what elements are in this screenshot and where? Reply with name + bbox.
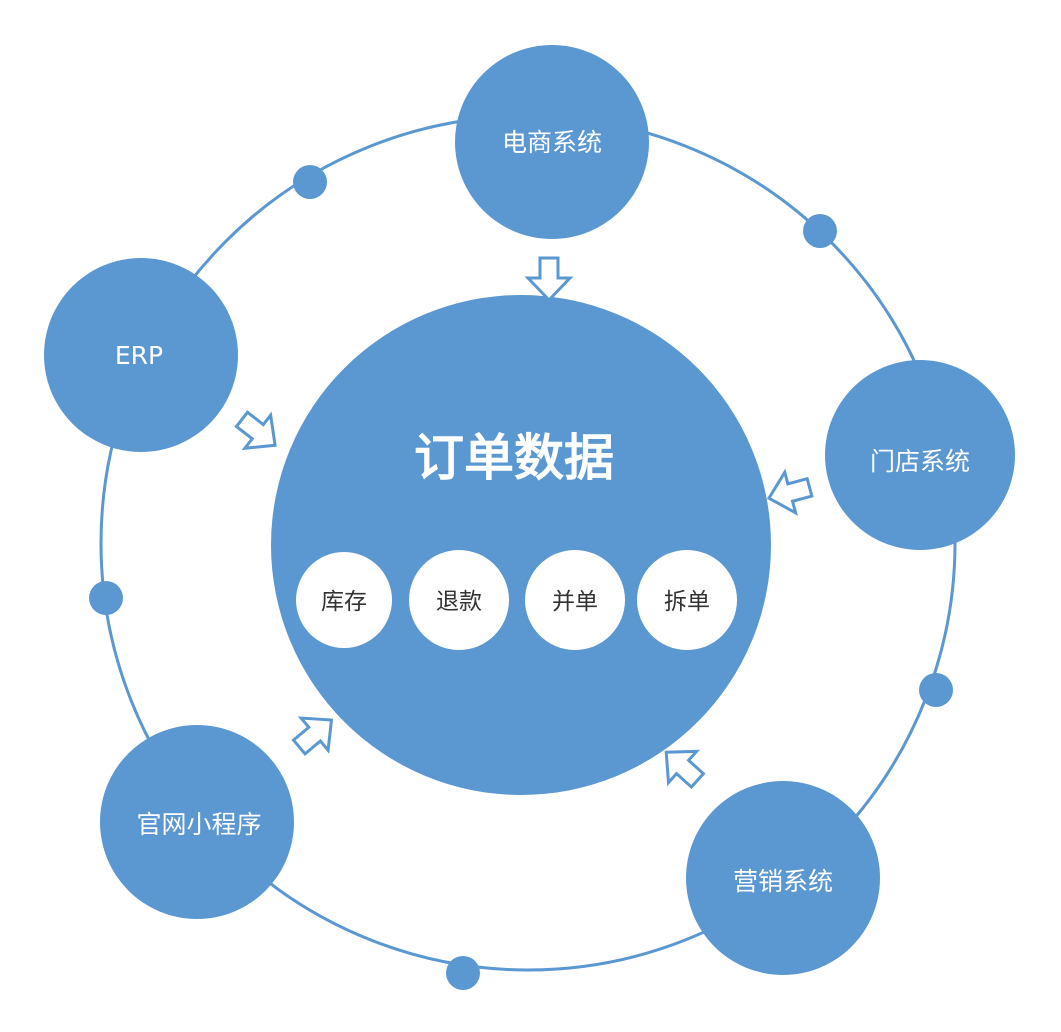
- item-label-split: 拆单: [664, 589, 710, 615]
- node-ecommerce: [455, 45, 649, 239]
- item-circle-refund: [409, 550, 509, 650]
- ring-dot: [803, 214, 837, 248]
- arrow-ecommerce-to-center: [526, 256, 572, 302]
- ring-dot: [919, 673, 953, 707]
- center-title: 订单数据: [414, 429, 614, 487]
- node-ecommerce-label: 电商系统: [502, 128, 602, 157]
- item-circle-merge: [525, 550, 625, 650]
- item-label-refund: 退款: [436, 589, 482, 615]
- node-miniprogram-label: 官网小程序: [136, 810, 261, 839]
- node-marketing-label: 营销系统: [733, 867, 833, 896]
- node-marketing: [686, 781, 880, 975]
- node-miniprogram: [100, 725, 294, 919]
- node-store-label: 门店系统: [870, 447, 970, 476]
- node-store: [825, 360, 1015, 550]
- center-circle: [271, 295, 771, 795]
- item-circle-split: [637, 550, 737, 650]
- item-label-merge: 并单: [552, 589, 598, 615]
- node-erp: [44, 258, 238, 452]
- ring-dot: [446, 956, 480, 990]
- item-circle-inventory: [296, 552, 392, 648]
- ring-dot: [89, 581, 123, 615]
- arrow-store-to-center: [762, 465, 817, 521]
- ring-dot: [293, 165, 327, 199]
- arrow-erp-to-center: [227, 401, 290, 464]
- node-erp-label: ERP: [115, 341, 163, 370]
- item-label-inventory: 库存: [321, 589, 367, 615]
